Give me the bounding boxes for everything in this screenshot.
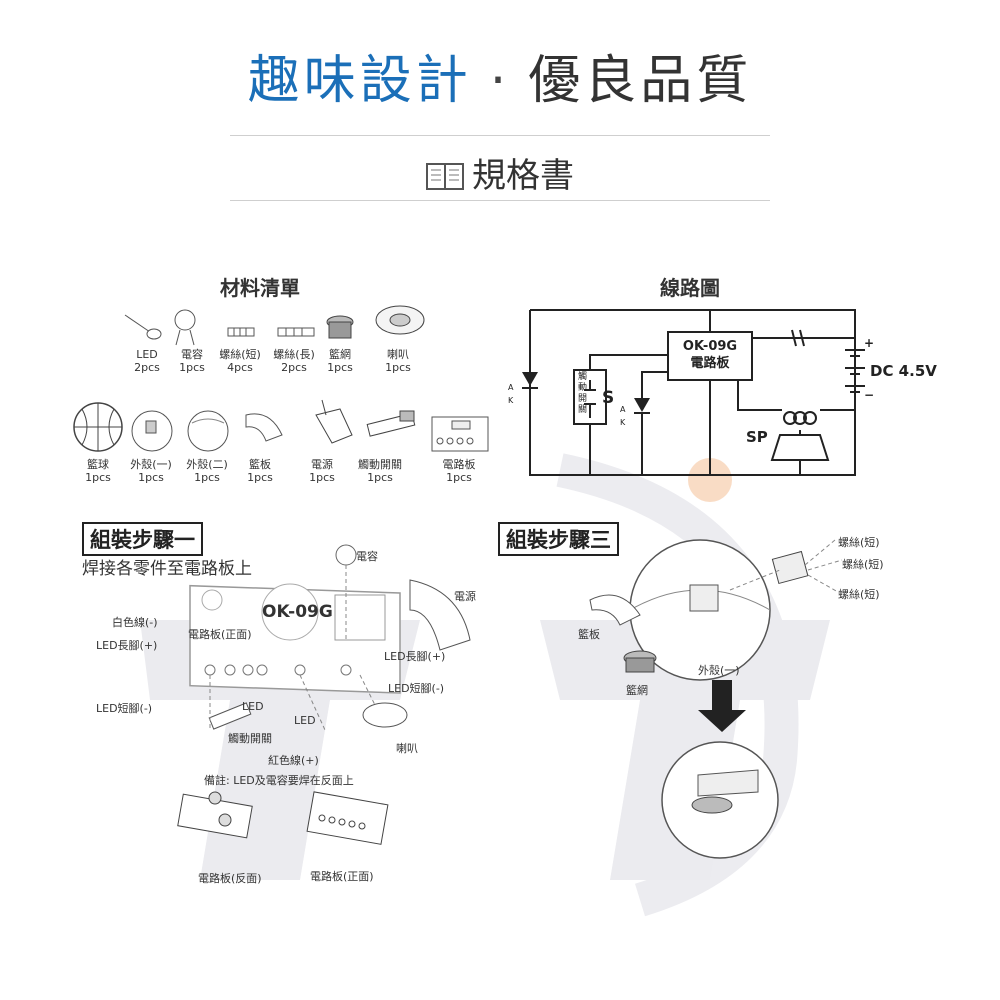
shell-one-label: 外殼(一) [698, 664, 740, 677]
top-divider [230, 135, 770, 136]
screw3-label: 螺絲(短) [838, 588, 880, 601]
plus-label: + [864, 336, 875, 350]
net-icon [326, 315, 354, 339]
cathode-label-1: K [508, 396, 514, 405]
led1-label: LED [242, 700, 264, 713]
slogan-separator: · [489, 51, 511, 111]
switch-letter: S [602, 388, 615, 408]
board-front-label: 電路板(正面) [188, 628, 252, 641]
anode-label-1: A [508, 383, 514, 392]
speaker-label: SP [746, 428, 768, 446]
voltage-label: DC 4.5V [870, 362, 937, 380]
red-wire-label: 紅色線(+) [268, 754, 319, 767]
slogan-right: 優良品質 [528, 51, 753, 111]
step3-drawing [589, 539, 843, 859]
material-shell-one: 外殼(一)1pcs [130, 458, 172, 484]
spec-heading: 規格書 [0, 148, 1000, 197]
shell-one-icon [131, 410, 173, 452]
speaker-label-step1: 喇叭 [396, 742, 418, 755]
ic-box: OK-09G 電路板 [668, 338, 752, 372]
material-shell-two: 外殼(二)1pcs [186, 458, 228, 484]
backboard-icon [245, 413, 283, 442]
material-long-screw: 螺絲(長)2pcs [273, 348, 315, 374]
led-symbol-2 [634, 398, 650, 412]
led-icon [124, 314, 162, 340]
bottom-divider [230, 200, 770, 201]
slogan-left: 趣味設計 [247, 51, 472, 111]
basketball-icon [73, 402, 123, 452]
material-short-screw: 螺絲(短)4pcs [219, 348, 261, 374]
long-screw-icon [277, 327, 315, 337]
slogan: 趣味設計 · 優良品質 [0, 38, 1000, 113]
screw1-label: 螺絲(短) [838, 536, 880, 549]
board-front-caption: 電路板(正面) [310, 870, 374, 883]
led-long-left-label: LED長腳(+) [96, 639, 158, 652]
minus-label: − [864, 388, 875, 402]
battery-box-icon [315, 399, 353, 444]
switch-symbol [584, 380, 596, 418]
board-name-step1: OK-09G [262, 602, 333, 622]
switch-vertical-label: 觸動開關 [578, 372, 588, 415]
led-long-right-label: LED長腳(+) [384, 650, 446, 663]
ic-name: OK-09G [682, 339, 738, 354]
anode-label-2: A [620, 405, 626, 414]
cathode-label-2: K [620, 418, 626, 427]
touch-switch-icon [366, 410, 416, 437]
ic-sub: 電路板 [690, 356, 730, 371]
white-wire-label: 白色線(-) [112, 616, 158, 629]
short-screw-icon [227, 327, 255, 337]
led-short-right-label: LED短腳(-) [388, 682, 445, 695]
materials-row1-icons [124, 305, 425, 346]
down-arrow-icon [698, 680, 746, 732]
materials-row2-icons [73, 399, 489, 452]
power-label: 電源 [454, 590, 476, 603]
battery-symbol [845, 349, 865, 393]
solder-note: 備註: LED及電容要焊在反面上 [204, 774, 354, 787]
circuit-diagram [522, 309, 865, 476]
capacitor-icon [174, 309, 196, 346]
circuit-board-icon [431, 416, 489, 452]
capacitor-symbol [791, 329, 805, 347]
shell-two-icon [187, 410, 229, 452]
cap-label: 電容 [356, 550, 378, 563]
led-symbol [522, 372, 538, 386]
net-label: 籃網 [626, 684, 648, 697]
board-back-caption: 電路板(反面) [198, 872, 262, 885]
speaker-icon [375, 305, 425, 335]
step1-subtitle: 焊接各零件至電路板上 [82, 559, 252, 579]
backboard-label: 籃板 [578, 628, 600, 641]
step3-title: 組裝步驟三 [498, 522, 619, 556]
led2-label: LED [294, 714, 316, 727]
speaker-symbol [770, 411, 830, 461]
circuit-title: 線路圖 [660, 276, 720, 300]
net-part [623, 650, 657, 673]
book-icon [426, 163, 464, 190]
screw-assembly [771, 550, 809, 585]
led-short-left-label: LED短腳(-) [96, 702, 153, 715]
materials-title: 材料清單 [220, 276, 300, 300]
touch-switch-label: 觸動開關 [228, 732, 272, 745]
screw2-label: 螺絲(短) [842, 558, 884, 571]
spec-title: 規格書 [472, 156, 574, 196]
step1-title: 組裝步驟一 [82, 522, 203, 556]
step1-drawing [177, 544, 471, 845]
